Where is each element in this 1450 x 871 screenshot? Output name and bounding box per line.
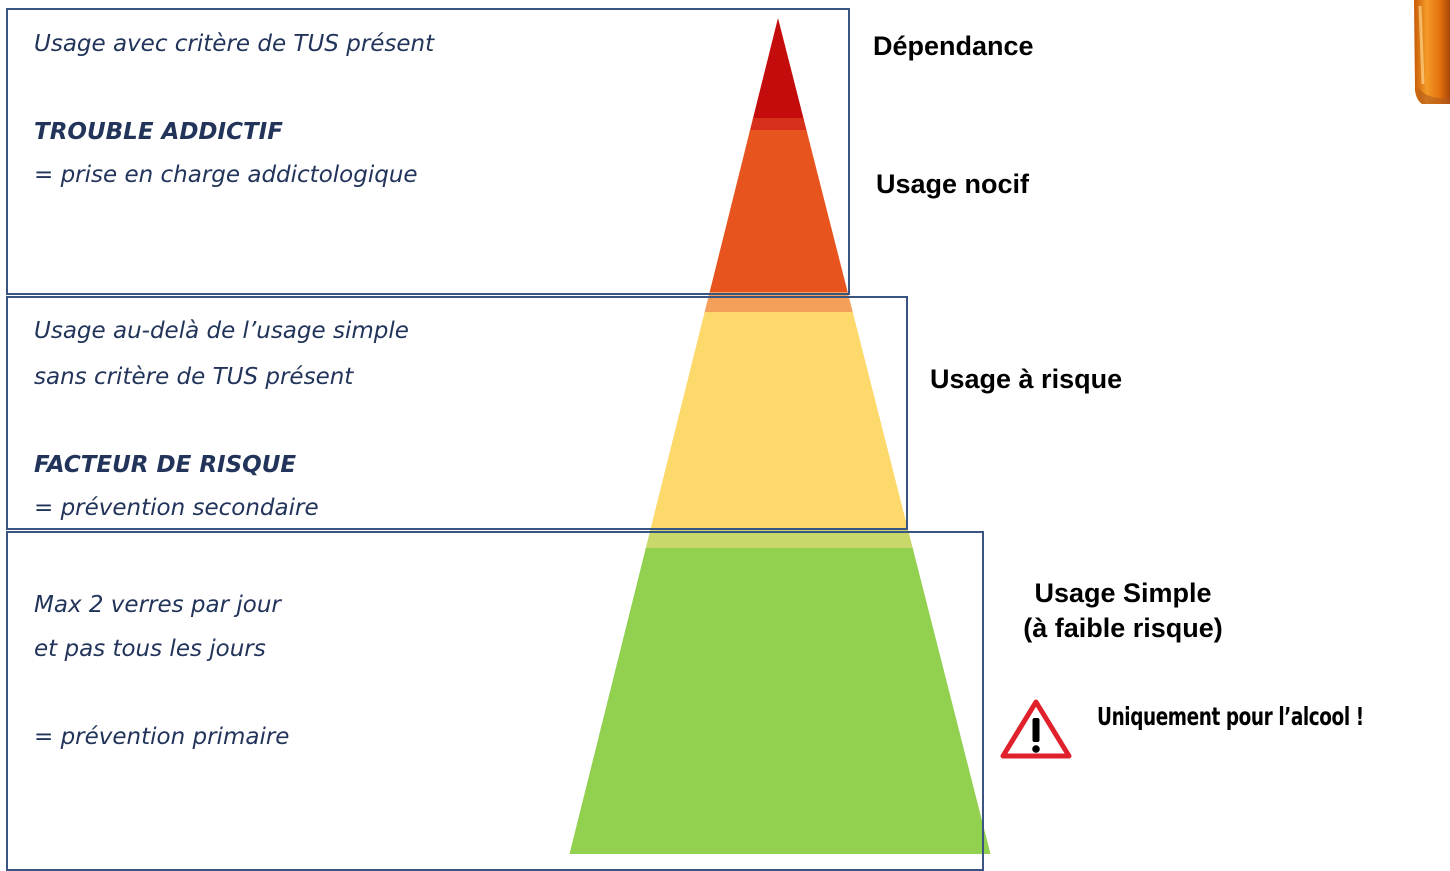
top-box-heading: TROUBLE ADDICTIF (34, 119, 283, 145)
usage-simple-line1: Usage Simple (1034, 578, 1212, 608)
pyramid-yellow-green-band (568, 530, 992, 550)
box-usage-simple (6, 531, 984, 871)
level-label-dependance: Dépendance (873, 31, 1034, 61)
warning-triangle-icon (1000, 699, 1072, 759)
bottom-box-line2: et pas tous les jours (34, 636, 266, 662)
level-label-usage-simple: Usage Simple (à faible risque) (985, 576, 1261, 646)
level-label-usage-nocif: Usage nocif (876, 169, 1030, 199)
level-label-usage-a-risque: Usage à risque (930, 364, 1123, 394)
top-box-line2: = prise en charge addictologique (34, 162, 418, 188)
usage-simple-line2: (à faible risque) (1023, 613, 1223, 643)
box-facteur-de-risque (6, 296, 908, 530)
bottom-box-line3: = prévention primaire (34, 724, 290, 750)
middle-box-line2: sans critère de TUS présent (34, 364, 354, 390)
middle-box-line3: = prévention secondaire (34, 495, 319, 521)
bottom-box-line1: Max 2 verres par jour (34, 592, 281, 618)
top-box-line1: Usage avec critère de TUS présent (34, 31, 435, 57)
pyramid-green-segment (568, 548, 992, 854)
box-trouble-addictif (6, 8, 850, 295)
middle-box-line1: Usage au-delà de l’usage simple (34, 318, 409, 344)
warning-text: Uniquement pour l’alcool ! (1097, 702, 1364, 731)
beer-glass-image (1414, 0, 1450, 104)
middle-box-heading: FACTEUR DE RISQUE (34, 452, 297, 478)
